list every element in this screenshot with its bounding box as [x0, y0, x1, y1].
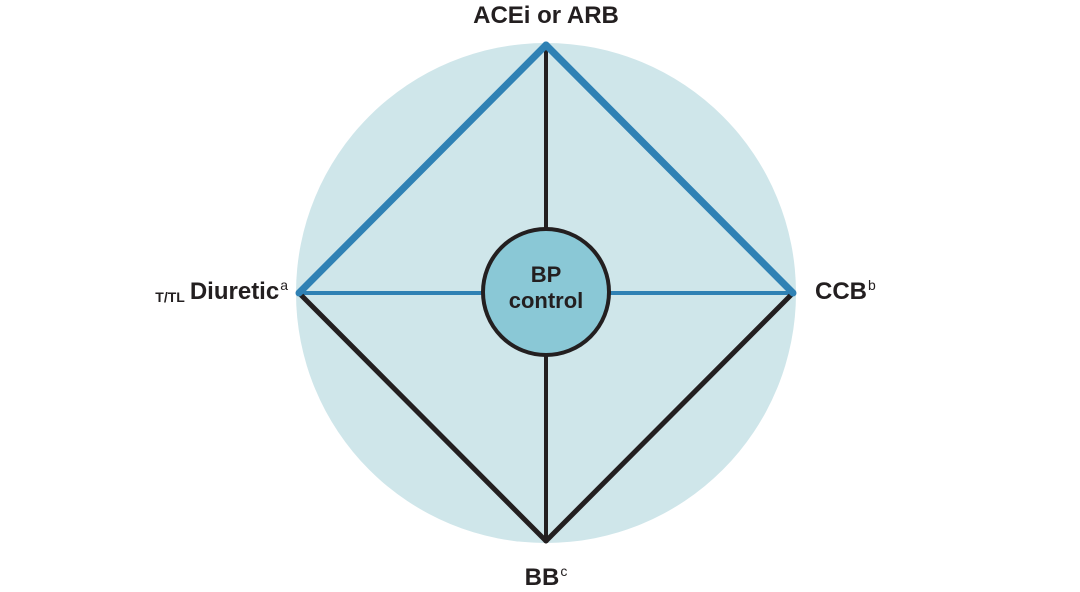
center-label-line1: BP — [530, 262, 562, 287]
node-label-top-text: ACEi or ARB — [473, 2, 619, 29]
node-label-left-text: Diuretic — [189, 278, 280, 305]
node-label-bottom-superscript: c — [560, 563, 568, 579]
node-label-left-superscript: a — [280, 277, 288, 293]
node-label-bottom-text: BB — [524, 564, 560, 591]
center-label: BP control — [482, 262, 610, 314]
node-label-right-superscript: b — [868, 277, 876, 293]
node-label-right-text: CCB — [815, 278, 867, 305]
node-label-bottom: BBc — [0, 563, 1080, 591]
edge-bottom-right — [543, 290, 796, 544]
center-label-line2: control — [508, 288, 584, 313]
node-label-left-prefix: T/TL — [155, 289, 185, 305]
edge-left-top — [295, 41, 550, 297]
edge-top-right — [542, 41, 797, 297]
edge-left-bottom — [296, 290, 549, 544]
node-label-top: ACEi or ARB — [0, 4, 1080, 28]
center-circle — [481, 227, 611, 357]
node-label-right: CCBb — [815, 277, 876, 305]
